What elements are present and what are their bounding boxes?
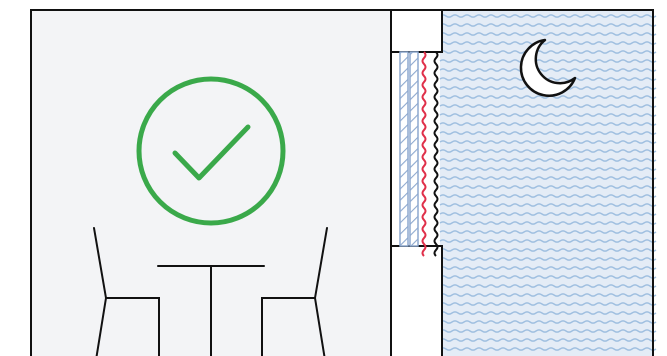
- water-wave-line: [439, 239, 657, 243]
- seal-wave-line: [421, 51, 427, 257]
- check-mark: [172, 124, 251, 181]
- water-wave-line: [439, 320, 657, 324]
- water-wave-line: [439, 113, 657, 117]
- outdoor-frame: [442, 9, 654, 356]
- water-wave-line: [439, 185, 657, 189]
- water-wave-line: [439, 14, 657, 18]
- check-circle-ring: [136, 76, 286, 226]
- exterior-wavy-edge: [433, 51, 439, 257]
- chair-right-back-seat: [261, 227, 328, 356]
- water-wave-line: [439, 347, 657, 351]
- water-waves: [439, 14, 657, 351]
- water-wave-line: [439, 68, 657, 72]
- water-wave-line: [439, 275, 657, 279]
- water-wave-line: [439, 167, 657, 171]
- water-wave-line: [439, 158, 657, 162]
- glass-pane-inner: [399, 51, 409, 247]
- water-wave-line: [439, 23, 657, 27]
- wall-bottom-block: [390, 245, 443, 356]
- table-and-chairs-icon: [93, 227, 328, 356]
- water-wave-line: [439, 311, 657, 315]
- moon-icon: [519, 38, 577, 97]
- chair-left-back-seat: [93, 227, 160, 356]
- water-wave-line: [439, 212, 657, 216]
- water-wave-line: [439, 41, 657, 45]
- check-circle-icon: [136, 76, 286, 226]
- water-wave-line: [439, 203, 657, 207]
- water-wave-line: [439, 104, 657, 108]
- water-wave-line: [439, 131, 657, 135]
- outdoor-night-area: [440, 10, 653, 356]
- water-wave-line: [439, 149, 657, 153]
- water-wave-line: [439, 266, 657, 270]
- water-wave-line: [439, 329, 657, 333]
- water-wave-line: [439, 50, 657, 54]
- water-wave-line: [439, 284, 657, 288]
- wall-top-block: [390, 9, 443, 53]
- chair-right-leg: [314, 297, 326, 356]
- water-wave-line: [439, 257, 657, 261]
- water-wave-line: [439, 230, 657, 234]
- water-wave-line: [439, 302, 657, 306]
- water-wave-line: [439, 338, 657, 342]
- glass-pane-outer: [409, 51, 419, 247]
- chair-left-leg: [95, 297, 107, 356]
- water-wave-line: [439, 59, 657, 63]
- water-wave-line: [439, 194, 657, 198]
- water-wave-line: [439, 248, 657, 252]
- water-wave-line: [439, 221, 657, 225]
- water-wave-line: [439, 176, 657, 180]
- water-wave-line: [439, 95, 657, 99]
- water-wave-line: [439, 140, 657, 144]
- water-wave-line: [439, 293, 657, 297]
- water-wave-line: [439, 122, 657, 126]
- water-wave-line: [439, 32, 657, 36]
